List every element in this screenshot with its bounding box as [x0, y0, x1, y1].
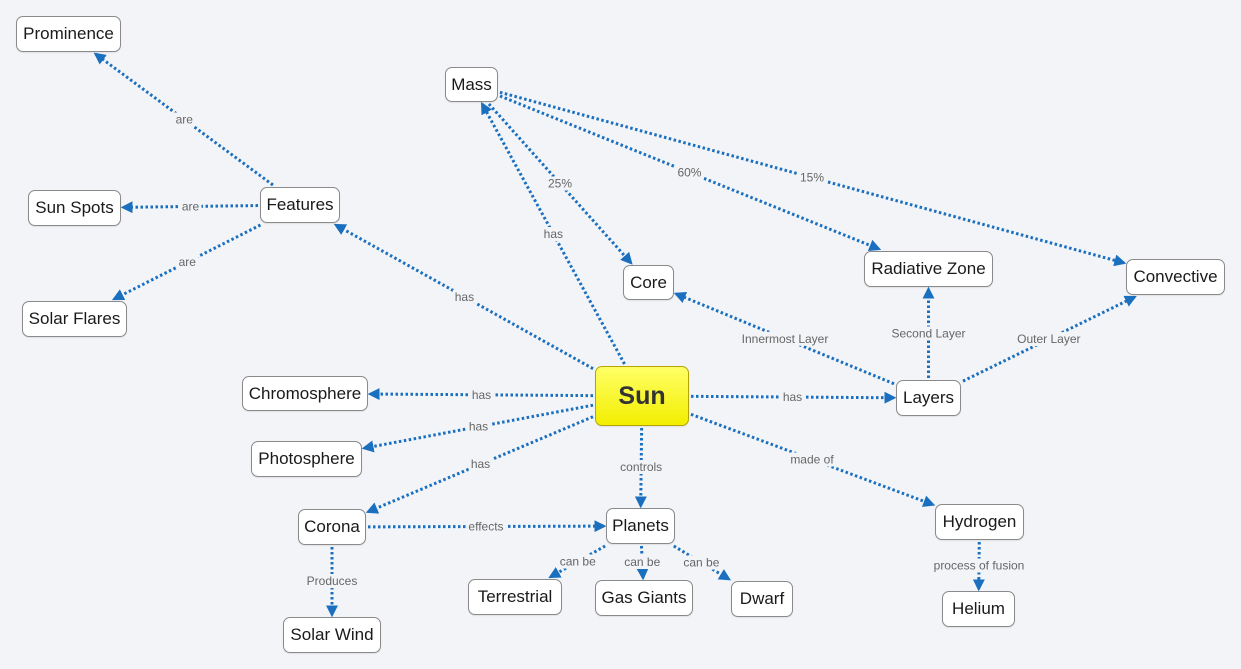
edge-label-background [466, 419, 491, 434]
edge-label-text: Innermost Layer [742, 332, 829, 346]
edge-label-background [469, 387, 494, 402]
edge-label-can-be: can be [622, 555, 663, 569]
connector-sun-to-mass [480, 101, 626, 365]
node-chromosphere[interactable]: Chromosphere [242, 376, 368, 411]
edge-label-background [681, 555, 722, 570]
edge-label-innermost-layer: Innermost Layer [739, 331, 831, 346]
edge-label-background [466, 519, 506, 534]
edge-label-can-be: can be [557, 554, 599, 569]
node-prominence[interactable]: Prominence [16, 16, 121, 52]
node-helium[interactable]: Helium [942, 591, 1015, 627]
edge-label-are: are [176, 255, 199, 269]
edge-label-background [618, 460, 665, 474]
node-layers[interactable]: Layers [896, 380, 961, 416]
node-solar-flares[interactable]: Solar Flares [22, 301, 127, 337]
edge-label-60-: 60% [675, 165, 704, 180]
node-core[interactable]: Core [623, 265, 674, 300]
node-dwarf[interactable]: Dwarf [731, 581, 793, 617]
edge-label-25-: 25% [545, 176, 575, 191]
edge-label-text: can be [624, 555, 660, 569]
connector-sun-to-hydrogen [690, 412, 936, 507]
edge-label-has: has [468, 457, 493, 472]
edge-label-background [468, 457, 493, 472]
edge-label-background [1015, 332, 1083, 347]
edge-label-text: has [455, 290, 474, 304]
node-corona[interactable]: Corona [298, 509, 366, 545]
edge-label-text: has [783, 390, 802, 404]
edge-label-background [675, 165, 704, 180]
node-gas-giants[interactable]: Gas Giants [595, 580, 693, 616]
edge-label-has: has [780, 390, 805, 405]
edge-label-background [780, 390, 805, 405]
edge-label-text: has [469, 420, 488, 434]
edge-label-15-: 15% [797, 170, 827, 185]
edge-label-text: has [472, 388, 491, 402]
node-features[interactable]: Features [260, 187, 340, 223]
connector-sun-to-planets [634, 427, 647, 509]
edge-label-effects: effects [466, 519, 506, 534]
edge-label-background [889, 326, 968, 341]
edge-label-text: 25% [548, 177, 572, 191]
edge-label-background [622, 555, 663, 569]
edge-label-background [797, 170, 827, 185]
node-planets[interactable]: Planets [606, 508, 675, 544]
connector-mass-to-radiative-zone [499, 94, 882, 251]
edge-label-text: can be [683, 556, 719, 570]
edge-label-text: controls [620, 460, 662, 474]
edge-label-text: 15% [800, 171, 824, 185]
edge-label-background [452, 289, 477, 304]
edge-label-background [557, 554, 599, 569]
edge-label-text: 60% [677, 166, 701, 180]
edge-label-produces: Produces [304, 574, 360, 588]
edge-label-text: can be [560, 555, 596, 569]
edge-label-text: are [176, 113, 194, 127]
edge-label-background [739, 331, 831, 346]
edge-label-text: process of fusion [934, 559, 1025, 573]
edge-label-are: are [179, 199, 202, 214]
edge-label-has: has [466, 419, 491, 434]
edge-label-outer-layer: Outer Layer [1015, 332, 1083, 347]
edge-label-background [545, 176, 575, 191]
edge-label-text: Outer Layer [1017, 332, 1080, 346]
edge-label-process-of-fusion: process of fusion [931, 558, 1027, 573]
edge-label-background [176, 255, 199, 269]
node-sun-spots[interactable]: Sun Spots [28, 190, 121, 226]
node-hydrogen[interactable]: Hydrogen [935, 504, 1024, 540]
edge-label-text: Second Layer [891, 327, 965, 341]
connector-layers-to-core [673, 291, 895, 386]
edge-label-has: has [469, 387, 494, 402]
edge-label-has: has [452, 289, 477, 304]
edge-label-controls: controls [618, 460, 665, 474]
edge-label-text: effects [468, 520, 503, 534]
edge-label-background [788, 452, 837, 467]
node-sun-root[interactable]: Sun [595, 366, 689, 426]
edge-label-text: has [471, 457, 490, 471]
edge-label-text: are [182, 199, 200, 213]
node-mass[interactable]: Mass [445, 67, 498, 102]
edge-label-text: has [544, 227, 563, 241]
edge-label-are: are [173, 112, 196, 127]
edge-label-background [179, 199, 202, 214]
edge-label-background [304, 574, 360, 588]
edge-label-has: has [541, 227, 566, 241]
edge-label-text: Produces [307, 574, 358, 588]
node-photosphere[interactable]: Photosphere [251, 441, 362, 477]
edge-label-second-layer: Second Layer [889, 326, 968, 341]
edge-label-made-of: made of [788, 452, 837, 467]
edge-label-background [173, 112, 196, 127]
node-terrestrial[interactable]: Terrestrial [468, 579, 562, 615]
node-solar-wind[interactable]: Solar Wind [283, 617, 381, 653]
edge-label-text: are [179, 255, 197, 269]
connector-corona-to-planets [367, 520, 607, 533]
node-convective[interactable]: Convective [1126, 259, 1225, 295]
edge-label-text: made of [790, 452, 834, 466]
edge-label-background [931, 558, 1027, 573]
edge-label-background [541, 227, 566, 241]
node-radiative-zone[interactable]: Radiative Zone [864, 251, 993, 287]
edge-label-can-be: can be [681, 555, 722, 570]
